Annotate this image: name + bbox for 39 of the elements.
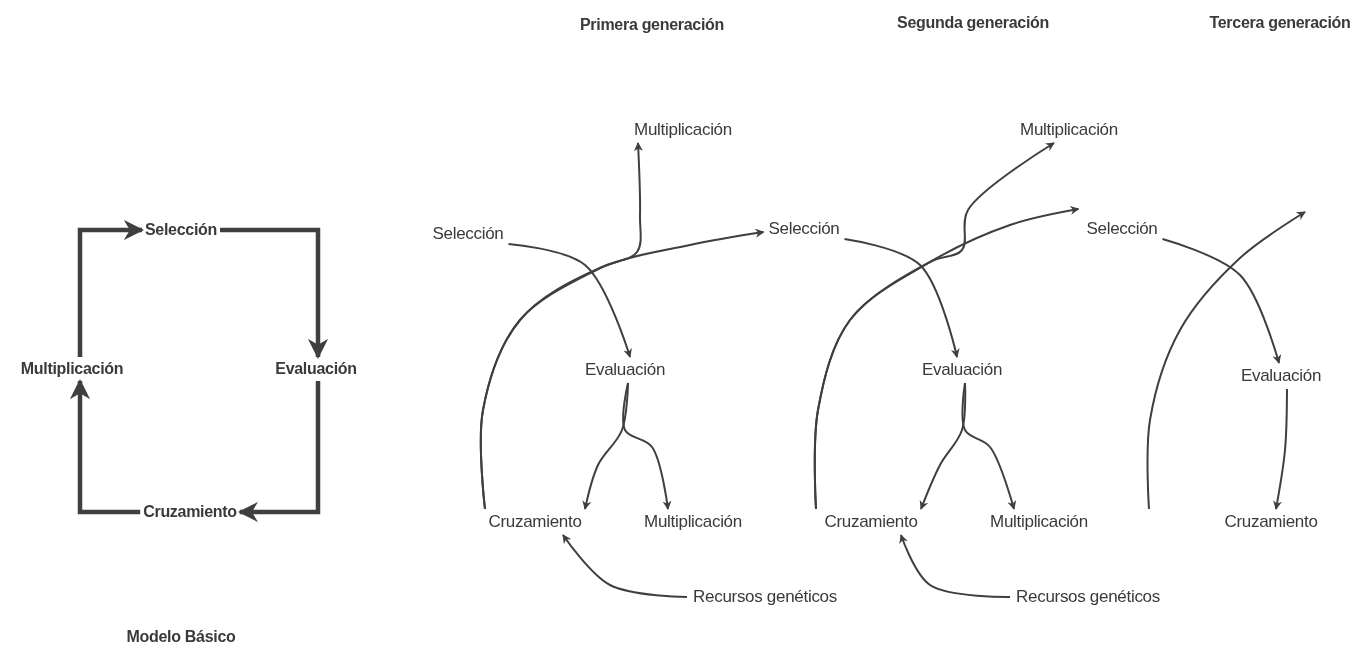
stage-label: Multiplicación: [634, 120, 732, 140]
column-heading: Tercera generación: [1209, 14, 1351, 32]
stage-label: Evaluación: [921, 360, 1003, 380]
stage-label: Recursos genéticos: [1016, 587, 1160, 607]
arrow: [813, 142, 1055, 510]
stage-label: Selección: [432, 224, 504, 244]
arrow: [479, 142, 643, 510]
arrow: [1146, 211, 1306, 510]
stage-label: Selección: [145, 221, 217, 239]
stage-label: Evaluación: [275, 360, 357, 378]
stage-label: Multiplicación: [20, 360, 124, 378]
arrow: [1161, 238, 1282, 364]
arrow: [843, 238, 960, 358]
stage-label: Multiplicación: [644, 512, 742, 532]
arrow: [562, 534, 689, 598]
column-heading: Segunda generación: [897, 14, 1049, 32]
arrow: [237, 381, 321, 523]
arrow: [622, 382, 672, 510]
column-heading: Primera generación: [580, 16, 724, 34]
stage-label: Cruzamiento: [1224, 512, 1318, 532]
stage-label: Cruzamiento: [143, 503, 237, 521]
stage-label: Selección: [768, 219, 840, 239]
stage-label: Cruzamiento: [824, 512, 918, 532]
stage-label: Multiplicación: [1020, 120, 1118, 140]
stage-label: Evaluación: [1240, 366, 1322, 386]
stage-label: Selección: [1086, 219, 1158, 239]
arrow: [69, 379, 141, 515]
stage-label: Cruzamiento: [488, 512, 582, 532]
arrow: [507, 243, 632, 358]
caption-text: Modelo Básico: [126, 628, 236, 646]
arrow: [77, 219, 144, 357]
stage-label: Multiplicación: [990, 512, 1088, 532]
arrow: [1273, 388, 1288, 510]
arrow: [582, 382, 629, 510]
arrow: [961, 382, 1017, 510]
stage-label: Evaluación: [584, 360, 666, 380]
arrow: [220, 227, 329, 360]
arrow: [899, 534, 1012, 598]
stage-label: Recursos genéticos: [693, 587, 837, 607]
